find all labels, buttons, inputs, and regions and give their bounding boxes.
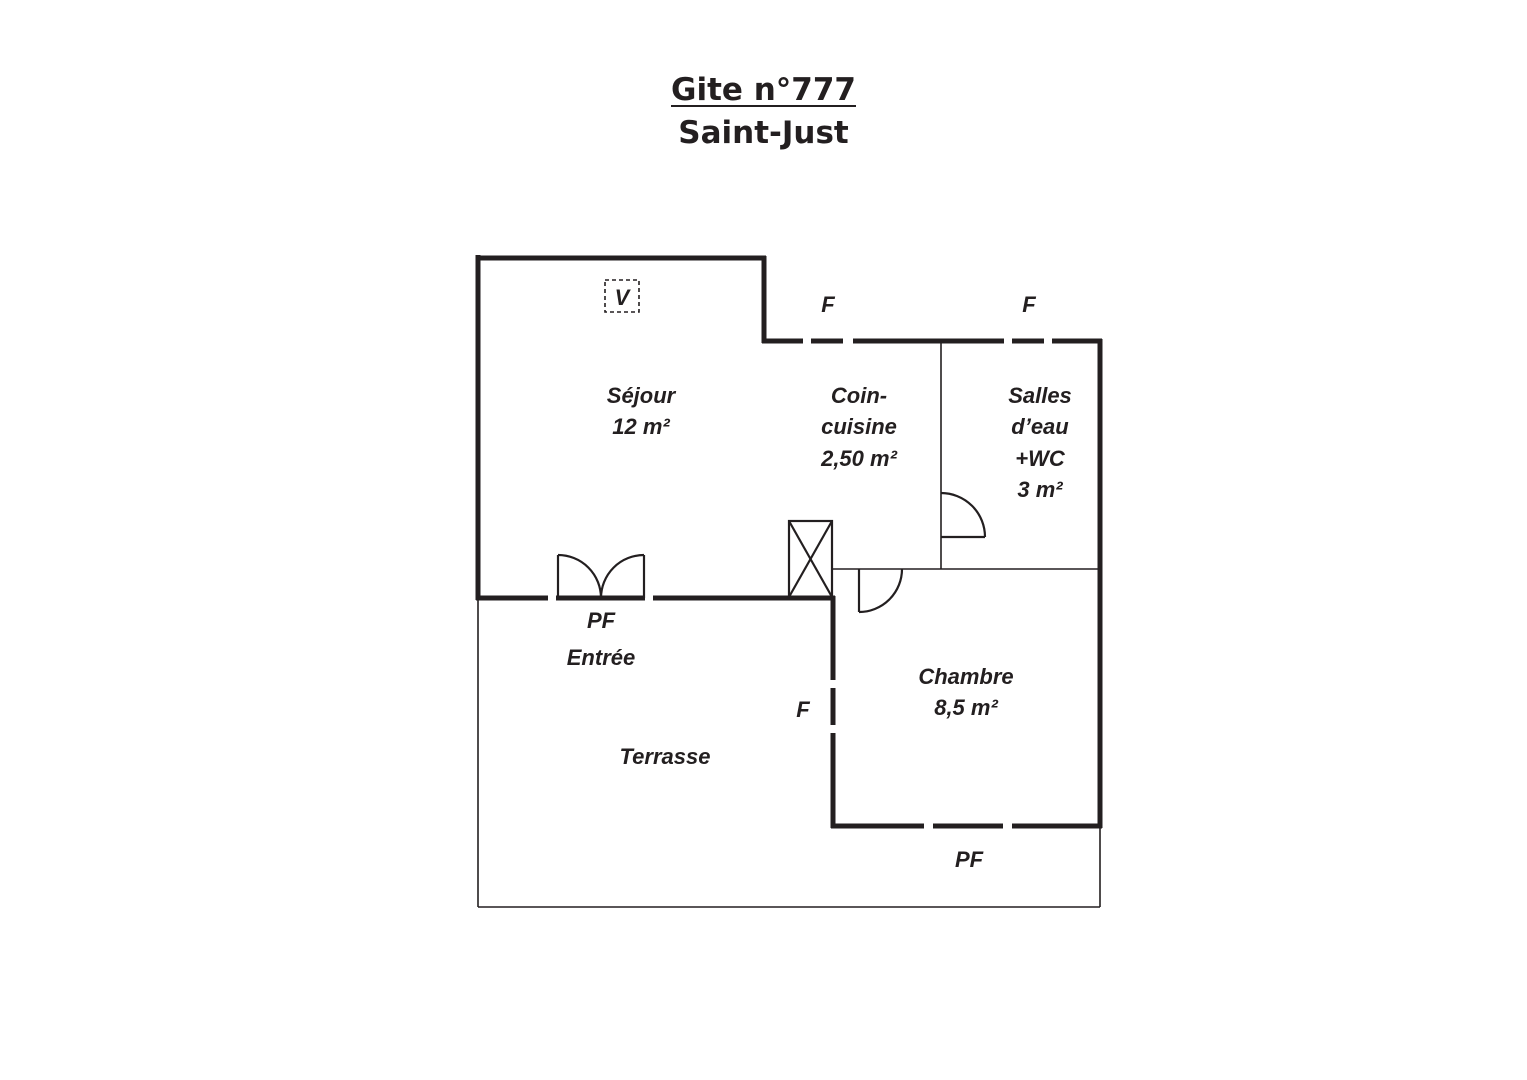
window-label-bathroom: F bbox=[1022, 292, 1036, 317]
window-label-bedroom: F bbox=[796, 697, 810, 722]
svg-text:Terrasse: Terrasse bbox=[620, 744, 711, 769]
french-window-label-entry: PF bbox=[587, 608, 616, 633]
ventilation-label: V bbox=[615, 285, 632, 310]
svg-text:Séjour: Séjour bbox=[607, 383, 677, 408]
svg-text:2,50 m²: 2,50 m² bbox=[820, 446, 897, 471]
bedroom-door bbox=[857, 568, 904, 614]
svg-text:Coin-: Coin- bbox=[831, 383, 887, 408]
bathroom-door bbox=[940, 491, 987, 539]
french-window-label-bedroom: PF bbox=[955, 847, 984, 872]
interior-partitions bbox=[833, 341, 1100, 570]
svg-text:+WC: +WC bbox=[1015, 446, 1066, 471]
svg-text:d’eau: d’eau bbox=[1011, 414, 1069, 439]
window-label-kitchen: F bbox=[821, 292, 835, 317]
page-subtitle: Saint-Just bbox=[678, 115, 849, 151]
svg-text:12 m²: 12 m² bbox=[612, 414, 670, 439]
terrace-outline bbox=[477, 598, 1101, 908]
svg-text:3 m²: 3 m² bbox=[1017, 477, 1063, 502]
svg-text:Chambre: Chambre bbox=[918, 664, 1013, 689]
svg-text:cuisine: cuisine bbox=[821, 414, 897, 439]
room-label-terrasse: Terrasse bbox=[620, 744, 711, 769]
svg-text:8,5 m²: 8,5 m² bbox=[934, 695, 998, 720]
room-label-salles-eau: Salles d’eau +WC 3 m² bbox=[1008, 383, 1072, 502]
entry-double-door bbox=[556, 553, 646, 599]
room-label-sejour: Séjour 12 m² bbox=[607, 383, 677, 439]
kitchen-cabinet-x bbox=[787, 519, 834, 599]
room-label-chambre: Chambre 8,5 m² bbox=[918, 664, 1013, 720]
page-title: Gite n°777 bbox=[671, 72, 856, 108]
svg-text:Salles: Salles bbox=[1008, 383, 1072, 408]
ventilation-box bbox=[604, 279, 640, 313]
entry-label: Entrée bbox=[567, 645, 635, 670]
room-label-coin-cuisine: Coin- cuisine 2,50 m² bbox=[820, 383, 897, 471]
